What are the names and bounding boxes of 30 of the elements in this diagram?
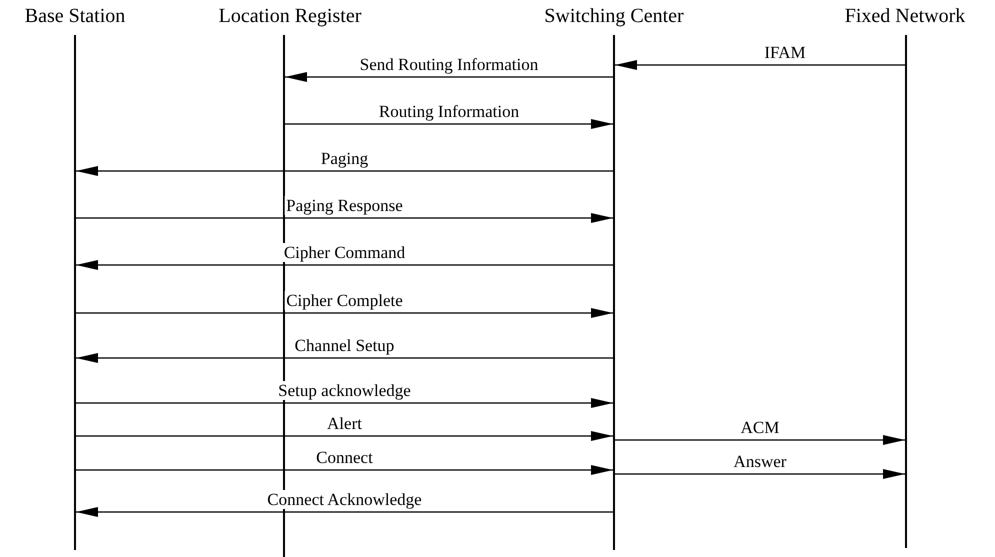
message-arrow — [76, 260, 613, 270]
edge-label: Send Routing Information — [358, 55, 540, 74]
message-arrow — [285, 119, 613, 129]
message-arrow — [76, 465, 613, 475]
message-arrow — [76, 398, 613, 408]
message-arrow — [76, 353, 613, 363]
participant-label: Base Station — [24, 4, 126, 28]
edge-label: Connect Acknowledge — [265, 490, 424, 509]
lifeline — [283, 35, 285, 557]
participant-label: Switching Center — [544, 4, 684, 28]
message-arrow — [76, 431, 613, 441]
message-arrow — [76, 308, 613, 318]
lifeline — [905, 35, 907, 548]
message-arrow — [76, 213, 613, 223]
participant-label: Location Register — [218, 4, 362, 28]
lifeline — [613, 35, 615, 550]
message-arrow — [615, 435, 905, 445]
edge-label: Cipher Command — [282, 243, 408, 262]
message-arrow — [285, 72, 613, 82]
edge-label: Routing Information — [376, 102, 522, 121]
participant-label: Fixed Network — [844, 4, 966, 28]
edge-label: Channel Setup — [292, 336, 396, 355]
message-arrow — [615, 60, 905, 70]
message-arrow — [76, 166, 613, 176]
lifeline — [74, 35, 76, 550]
message-arrow — [76, 507, 613, 517]
edge-label: Paging Response — [284, 196, 405, 215]
edge-label: Cipher Complete — [284, 291, 405, 310]
message-arrow — [615, 469, 905, 479]
edge-label: Setup acknowledge — [276, 381, 413, 400]
